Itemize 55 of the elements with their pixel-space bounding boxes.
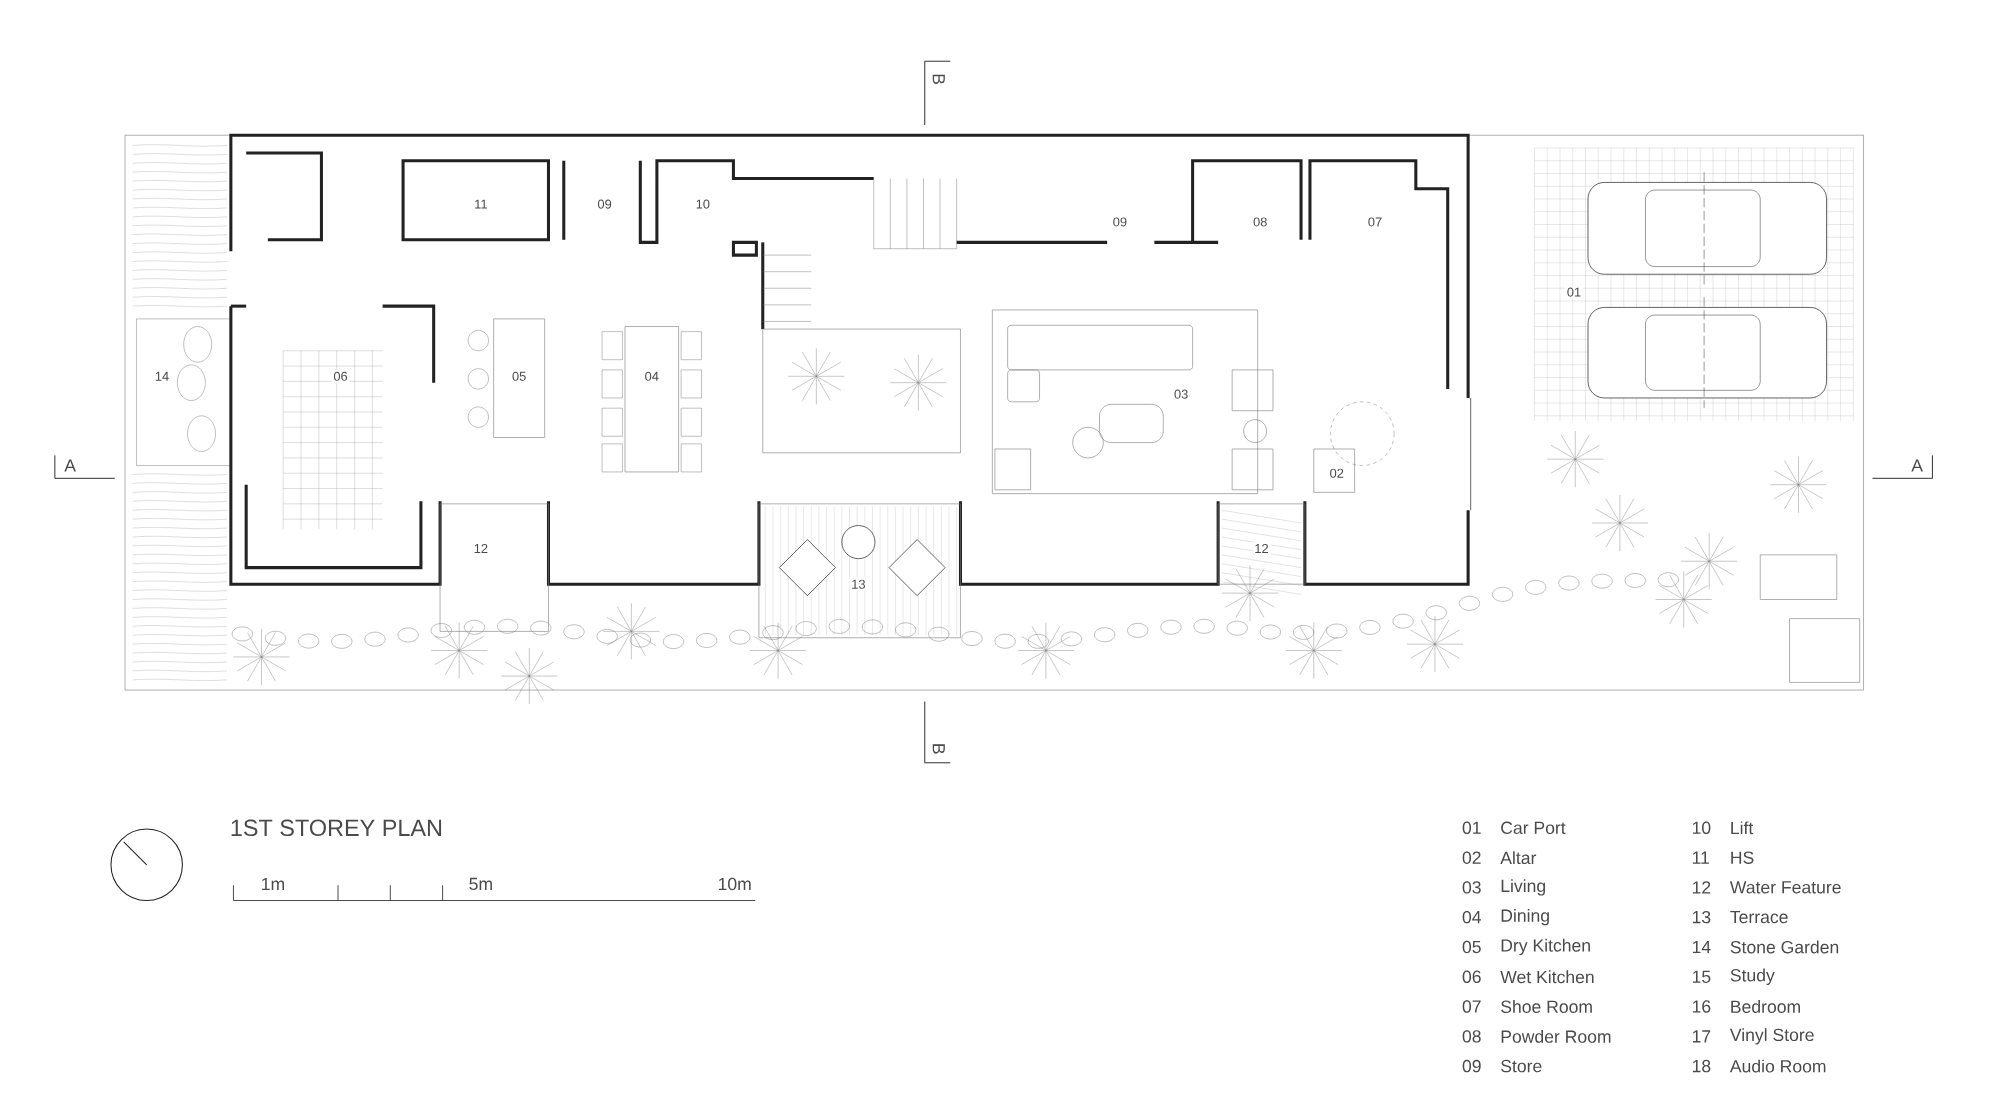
room-number: 14	[153, 370, 171, 383]
room-number: 09	[595, 197, 614, 211]
room-number: 10	[693, 197, 712, 211]
key-number: 13	[1692, 910, 1711, 924]
key-label: Vinyl Store	[1729, 1028, 1814, 1045]
key-label: Car Port	[1501, 821, 1566, 835]
key-label: Audio Room	[1729, 1059, 1826, 1073]
key-number: 14	[1692, 941, 1711, 954]
key-label: Water Feature	[1729, 881, 1841, 894]
key-number: 09	[1462, 1059, 1481, 1073]
key-number: 01	[1462, 821, 1481, 835]
room-number: 03	[1172, 387, 1191, 401]
room-number: 06	[331, 370, 350, 383]
key-number: 16	[1692, 1000, 1711, 1013]
key-number: 18	[1692, 1059, 1711, 1073]
key-label: Store	[1501, 1059, 1542, 1073]
key-number: 12	[1692, 881, 1711, 894]
key-label: Powder Room	[1501, 1030, 1611, 1043]
key-label: Altar	[1500, 851, 1537, 865]
room-number: 12	[1252, 542, 1271, 555]
room-number: 01	[1565, 285, 1583, 299]
key-number: 03	[1462, 881, 1481, 894]
key-label: Lift	[1731, 821, 1754, 835]
key-number: 06	[1462, 970, 1481, 984]
key-label: Living	[1501, 879, 1545, 896]
key-label: Study	[1730, 968, 1775, 986]
key-number: 07	[1462, 1000, 1481, 1013]
room-number: 08	[1251, 215, 1270, 229]
key-label: Dining	[1501, 909, 1549, 926]
key-label: Wet Kitchen	[1500, 970, 1594, 984]
key-number: 10	[1692, 821, 1711, 835]
key-number: 11	[1692, 851, 1709, 864]
key-label: HS	[1731, 851, 1754, 864]
room-number: 07	[1366, 215, 1384, 229]
room-number: 12	[471, 542, 490, 555]
key-label: Dry Kitchen	[1501, 938, 1590, 956]
key-number: 08	[1462, 1030, 1481, 1043]
key-number: 15	[1692, 970, 1711, 983]
key-label: Shoe Room	[1501, 1000, 1592, 1014]
key-number: 05	[1462, 940, 1481, 954]
key-number: 02	[1462, 851, 1481, 864]
room-number: 04	[642, 370, 661, 383]
scale-label: 10m	[718, 877, 751, 891]
key-number: 17	[1692, 1030, 1711, 1043]
room-number: 09	[1111, 215, 1129, 229]
scale-label: 5m	[469, 877, 492, 891]
room-number: 02	[1327, 467, 1346, 480]
key-number: 04	[1462, 910, 1481, 924]
scale-label: 1m	[262, 878, 284, 891]
room-number: 05	[510, 370, 529, 383]
key-label: Bedroom	[1731, 1000, 1800, 1014]
title: 1ST STOREY PLAN	[231, 819, 442, 837]
room-number: 11	[472, 198, 490, 211]
key-label: Terrace	[1730, 911, 1788, 924]
key-label: Stone Garden	[1730, 940, 1839, 954]
